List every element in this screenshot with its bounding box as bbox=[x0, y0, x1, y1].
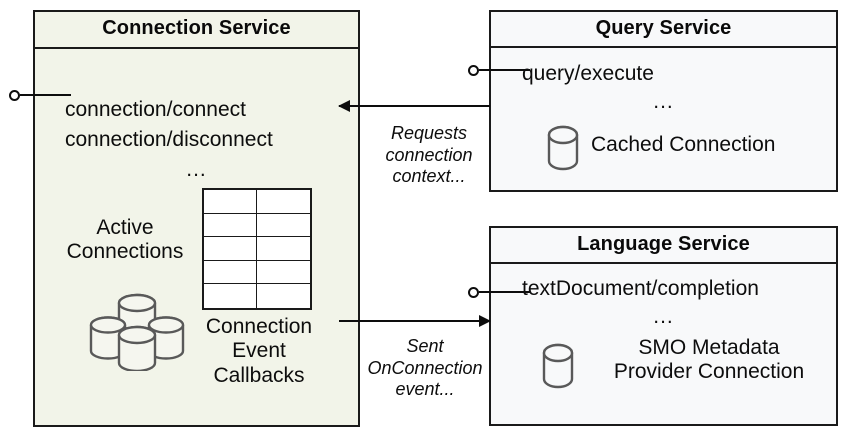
connector-query-to-connection bbox=[338, 100, 490, 112]
provided-interface-query-service[interactable] bbox=[468, 65, 530, 76]
interface-ball-icon bbox=[468, 287, 479, 298]
connector-label-sent-onconnection-event: Sent OnConnection event... bbox=[367, 336, 483, 400]
table-cell bbox=[257, 237, 310, 261]
api-query-execute[interactable]: query/execute bbox=[522, 62, 654, 85]
arrowhead-right-icon bbox=[479, 315, 491, 327]
interface-stem bbox=[479, 291, 530, 293]
table-cell bbox=[204, 237, 257, 261]
interface-stem bbox=[479, 69, 530, 71]
table-cell bbox=[204, 284, 257, 308]
db-cluster-icon bbox=[89, 293, 185, 373]
component-connection-service[interactable]: Connection Service connection/connect co… bbox=[33, 10, 360, 427]
interface-ball-icon bbox=[9, 90, 20, 101]
table-cell bbox=[257, 261, 310, 285]
connection-service-title: Connection Service bbox=[35, 12, 358, 49]
connection-event-callbacks-label: Connection Event Callbacks bbox=[205, 315, 313, 387]
interface-ball-icon bbox=[468, 65, 479, 76]
smo-metadata-cylinder-icon bbox=[541, 342, 575, 390]
table-cell bbox=[257, 214, 310, 238]
api-connection-disconnect[interactable]: connection/disconnect bbox=[65, 128, 273, 151]
connector-connection-to-language bbox=[339, 315, 491, 327]
connector-shaft bbox=[339, 320, 490, 322]
query-service-ellipsis: ... bbox=[653, 90, 674, 113]
api-connection-connect[interactable]: connection/connect bbox=[65, 98, 246, 121]
language-service-ellipsis: ... bbox=[653, 305, 674, 328]
active-connections-cylinder-cluster bbox=[83, 285, 193, 373]
table-cell bbox=[204, 213, 257, 238]
interface-stem bbox=[20, 94, 71, 96]
connector-label-requests-connection-context: Requests connection context... bbox=[385, 123, 473, 187]
api-textdocument-completion[interactable]: textDocument/completion bbox=[522, 277, 759, 300]
connection-service-body: connection/connect connection/disconnect… bbox=[35, 49, 358, 425]
table-cell bbox=[257, 284, 310, 308]
table-cell bbox=[204, 260, 257, 285]
connector-shaft bbox=[339, 105, 490, 107]
language-service-body: textDocument/completion ... SMO Metadata… bbox=[491, 264, 836, 424]
table-cell bbox=[204, 190, 257, 214]
cached-connection-cylinder-icon bbox=[546, 124, 580, 172]
language-service-title: Language Service bbox=[491, 228, 836, 264]
smo-metadata-provider-connection-label: SMO Metadata Provider Connection bbox=[613, 336, 805, 384]
table-cell bbox=[257, 190, 310, 214]
query-service-body: query/execute ... Cached Connection bbox=[491, 48, 836, 190]
connection-event-table-glyph bbox=[202, 188, 312, 310]
connection-service-ellipsis: ... bbox=[186, 158, 207, 181]
query-service-title: Query Service bbox=[491, 12, 836, 48]
provided-interface-connection-service[interactable] bbox=[9, 90, 71, 101]
arrowhead-left-icon bbox=[338, 100, 350, 112]
active-connections-label: Active Connections bbox=[66, 216, 184, 264]
provided-interface-language-service[interactable] bbox=[468, 287, 530, 298]
component-query-service[interactable]: Query Service query/execute ... Cached C… bbox=[489, 10, 838, 192]
component-language-service[interactable]: Language Service textDocument/completion… bbox=[489, 226, 838, 426]
cached-connection-label: Cached Connection bbox=[591, 133, 776, 156]
